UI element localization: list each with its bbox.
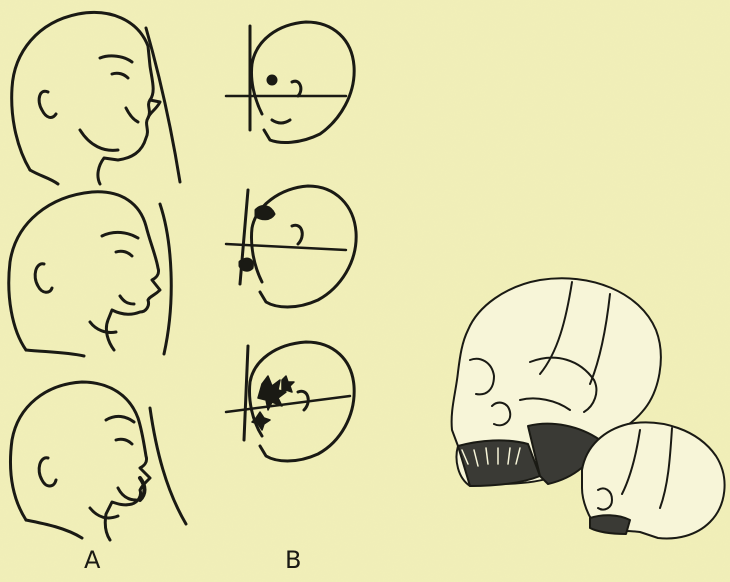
figure-label-b: B — [285, 548, 301, 572]
figure-label-a: A — [84, 548, 100, 572]
